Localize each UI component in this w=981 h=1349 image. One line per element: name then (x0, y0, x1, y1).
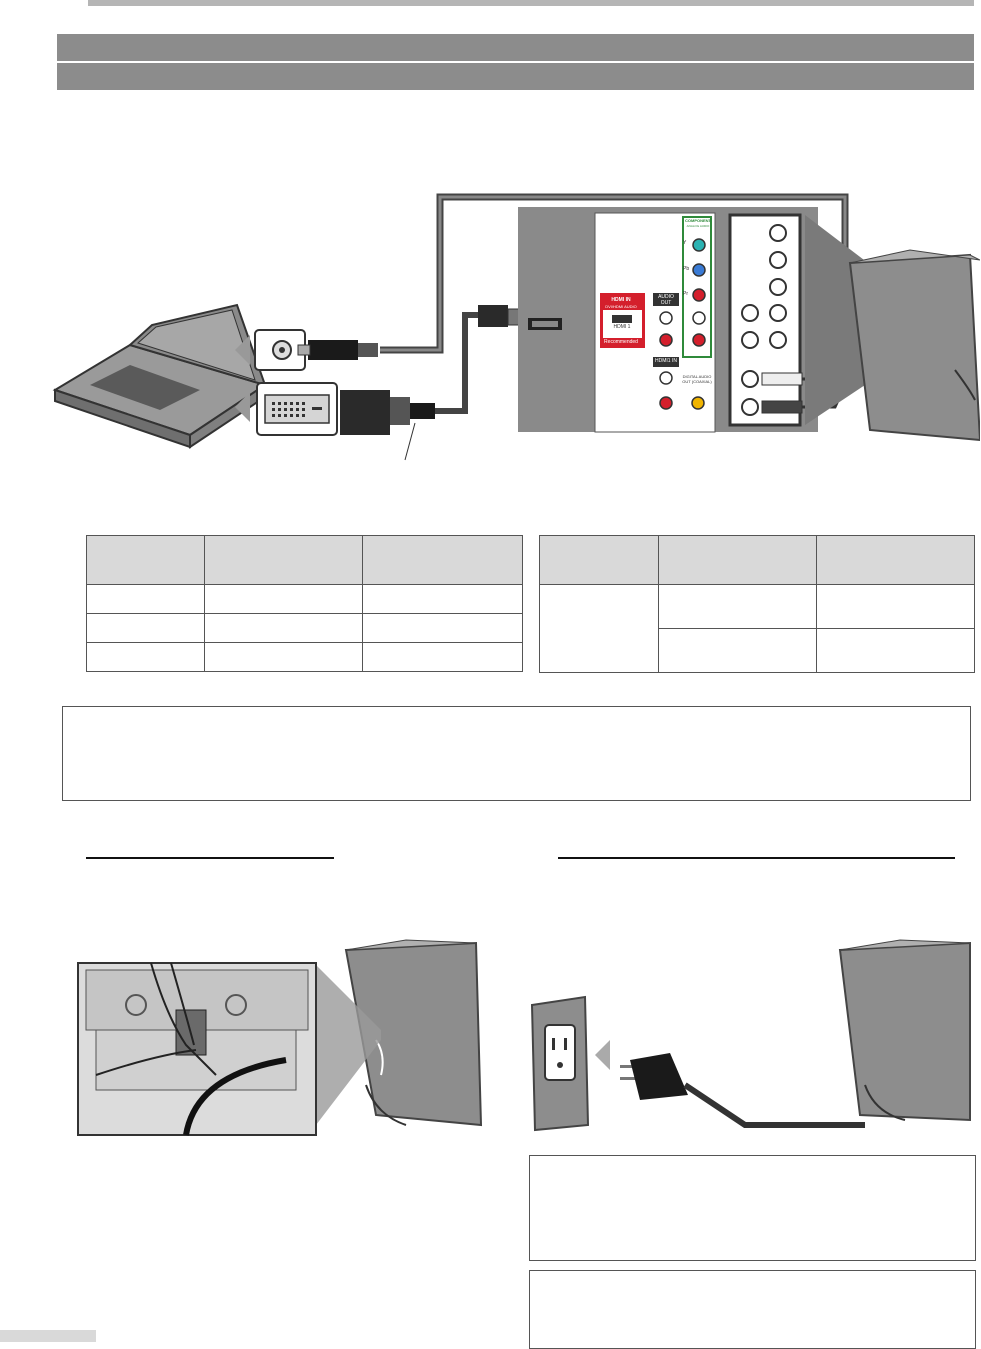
tv-rear-panel (518, 207, 847, 433)
laptop-icon (52, 303, 268, 449)
footer-page-tab (0, 1330, 96, 1342)
hdmi-in-label: HDMI IN (611, 297, 631, 303)
hdmi-in-sub-label: DVI/HDMI AUDIO (605, 304, 637, 309)
table-cell (539, 584, 659, 673)
table-row (540, 628, 975, 673)
power-note-box-1 (529, 1155, 976, 1261)
section-header-bar (57, 34, 974, 61)
table-header-cell (362, 535, 523, 585)
table-cell (362, 613, 523, 643)
table-cell (204, 584, 363, 614)
note-box (62, 706, 971, 801)
table-row (539, 584, 975, 673)
zoom-pointer-icon (595, 1040, 610, 1070)
hdmi1-in-label: HDMI1 IN (655, 358, 677, 364)
cable-holder-illustration (76, 935, 496, 1140)
table-header-cell (204, 535, 363, 585)
component-label: COMPONENT (685, 218, 711, 223)
table-row (86, 613, 523, 643)
right-spec-table (539, 535, 975, 673)
tv-side-view (838, 941, 971, 1122)
tv-side-view (805, 215, 980, 442)
table-header-cell (86, 535, 205, 585)
cable-holder-heading-underline (86, 857, 334, 859)
component-pb-label: Pb (683, 266, 690, 272)
table-cell (86, 642, 205, 672)
component-sub-label: ANALOG AUDIO (686, 224, 710, 228)
table-header-row (86, 535, 523, 585)
hdmi-plug-icon (478, 305, 508, 327)
left-spec-table (86, 535, 523, 672)
table-cell (86, 613, 205, 643)
digital-audio-out-label: DIGITAL AUDIO OUT (COAXIAL) (682, 374, 712, 384)
hdmi1-port-label: HDMI 1 (613, 324, 631, 330)
power-plug-icon (620, 1053, 688, 1100)
section-subheader-bar (57, 63, 974, 90)
power-note-box-2 (529, 1270, 976, 1349)
table-cell (658, 628, 817, 673)
zoom-pointer-icon (235, 335, 250, 365)
power-cord-illustration (530, 935, 975, 1135)
table-cell (816, 584, 975, 629)
audio-jack-callout (254, 329, 378, 371)
dvi-port-callout (256, 382, 435, 461)
table-cell (362, 584, 523, 614)
connection-diagram (50, 185, 980, 485)
table-header-row (539, 535, 975, 585)
power-cord (683, 1082, 865, 1128)
table-header-cell (658, 535, 817, 585)
top-rule (88, 0, 974, 6)
table-cell (204, 642, 363, 672)
table-cell (204, 613, 363, 643)
recommended-label: Recommended (604, 339, 638, 345)
table-header-cell (816, 535, 975, 585)
audio-out-label: AUDIO OUT (658, 294, 674, 306)
table-header-cell (539, 535, 659, 585)
component-pr-label: Pr (683, 291, 688, 297)
table-cell (362, 642, 523, 672)
table-cell (86, 584, 205, 614)
table-cell (658, 584, 817, 629)
component-y-label: Y (683, 240, 687, 246)
table-cell (816, 628, 975, 673)
table-row (86, 584, 523, 614)
power-cord-heading-underline (558, 857, 955, 859)
zoom-pointer-icon (235, 392, 250, 422)
table-row (86, 642, 523, 672)
